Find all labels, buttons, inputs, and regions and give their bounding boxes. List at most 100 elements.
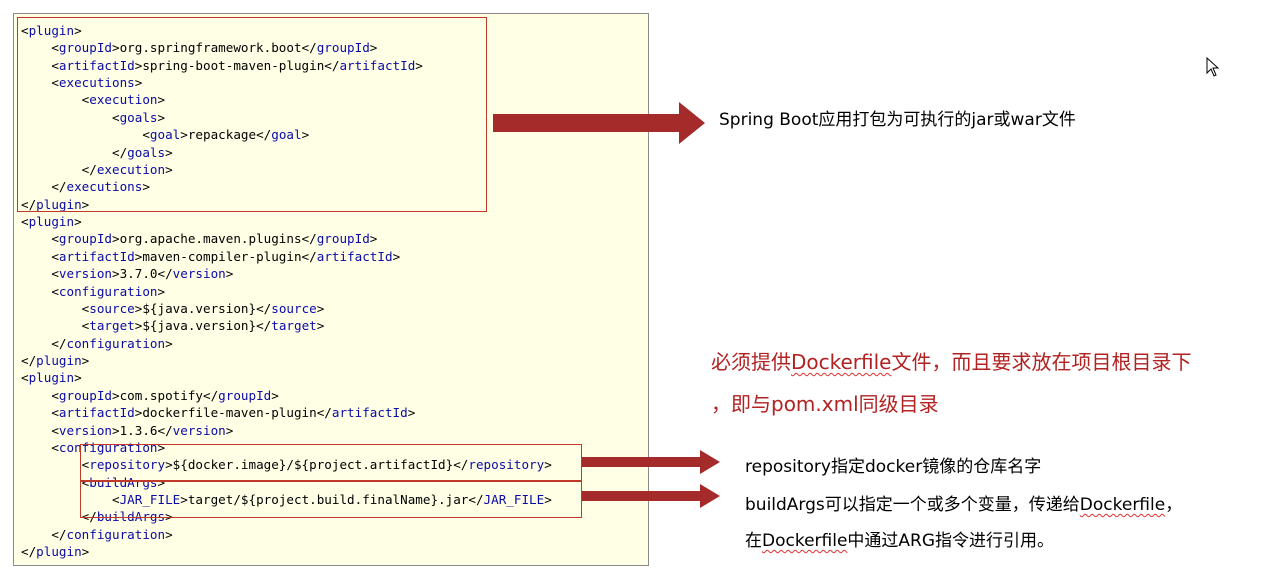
code-text: </ [21, 179, 67, 195]
dockerfile-requirement-note-line1: 必须提供Dockerfile文件，而且要求放在项目根目录下 [711, 346, 1192, 375]
code-text: > [165, 335, 173, 351]
code-line: <groupId>org.apache.maven.plugins</group… [21, 230, 377, 247]
code-text: > [544, 457, 552, 473]
code-text: < [21, 491, 120, 507]
code-text: >${java.version}</ [134, 318, 272, 334]
code-text: </ [21, 335, 67, 351]
code-line: </executions> [21, 178, 150, 195]
code-text: > [157, 92, 166, 108]
xml-tag-name: artifactId [58, 57, 135, 73]
code-text: > [544, 491, 552, 507]
xml-tag-name: repository [89, 457, 166, 473]
code-text: > [165, 144, 173, 160]
code-text: > [316, 318, 325, 334]
code-text: > [301, 127, 310, 143]
note-text: ， [1165, 495, 1183, 515]
xml-tag-name: JAR_FILE [483, 491, 545, 507]
code-text: > [157, 283, 166, 299]
code-text: > [81, 353, 90, 369]
code-text: < [21, 439, 59, 455]
code-line: </configuration> [21, 526, 173, 543]
xml-tag-name: version [58, 422, 112, 438]
note-text: 必须提供 [711, 350, 791, 374]
code-text: </ [21, 196, 37, 212]
xml-tag-name: executions [66, 179, 143, 195]
xml-tag-name: source [271, 300, 317, 316]
code-text: < [21, 231, 59, 247]
xml-tag-name: groupId [58, 40, 112, 56]
code-text: > [157, 439, 166, 455]
xml-tag-name: version [58, 266, 112, 282]
code-text: < [21, 405, 59, 421]
code-line: <artifactId>maven-compiler-plugin</artif… [21, 248, 400, 265]
code-text: > [165, 509, 173, 525]
code-line: </buildArgs> [21, 508, 173, 525]
code-line: </plugin> [21, 352, 89, 369]
code-text: >${docker.image}/${project.artifactId}</ [165, 457, 469, 473]
code-text: > [134, 75, 143, 91]
code-text: </ [21, 526, 67, 542]
code-text: < [21, 214, 29, 230]
code-text: </ [21, 509, 97, 525]
code-text: > [225, 422, 234, 438]
xml-tag-name: artifactId [331, 405, 408, 421]
xml-tag-name: plugin [36, 353, 82, 369]
code-text: > [407, 405, 416, 421]
xml-tag-name: groupId [316, 40, 370, 56]
xml-tag-name: goals [119, 109, 158, 125]
xml-tag-name: configuration [58, 283, 158, 299]
code-text: > [165, 526, 173, 542]
xml-tag-name: configuration [66, 335, 166, 351]
xml-tag-name: repository [468, 457, 545, 473]
dockerfile-word: Dockerfile [791, 350, 892, 374]
code-line: <plugin> [21, 22, 82, 39]
code-line: <repository>${docker.image}/${project.ar… [21, 456, 552, 473]
code-line: <version>3.7.0</version> [21, 265, 233, 282]
dockerfile-word: Dockerfile [762, 531, 848, 551]
code-text: </ [21, 544, 37, 560]
xml-tag-name: executions [58, 75, 135, 91]
code-line: <plugin> [21, 213, 82, 230]
xml-tag-name: groupId [218, 387, 272, 403]
xml-tag-name: JAR_FILE [119, 491, 181, 507]
xml-tag-name: artifactId [316, 248, 393, 264]
xml-tag-name: configuration [66, 526, 166, 542]
code-text: < [21, 300, 90, 316]
code-text: < [21, 23, 29, 38]
code-panel [13, 13, 649, 566]
code-text: > [157, 474, 166, 490]
note-text: buildArgs可以指定一个或多个变量，传递给 [745, 495, 1080, 515]
buildargs-note-line1: buildArgs可以指定一个或多个变量，传递给Dockerfile， [745, 490, 1182, 515]
code-line: <configuration> [21, 283, 165, 300]
xml-tag-name: buildArgs [96, 509, 166, 525]
code-text: > [392, 248, 401, 264]
code-text: < [21, 127, 150, 143]
code-text: > [271, 387, 279, 403]
xml-tag-name: goals [127, 144, 166, 160]
xml-tag-name: groupId [58, 387, 112, 403]
buildargs-note-line2: 在Dockerfile中通过ARG指令进行引用。 [745, 526, 1054, 551]
xml-tag-name: plugin [28, 214, 75, 230]
xml-tag-name: version [172, 422, 226, 438]
code-text: < [21, 387, 59, 403]
note-text: 文件，而且要求放在项目根目录下 [891, 350, 1192, 374]
xml-tag-name: configuration [58, 439, 158, 455]
spring-boot-note: Spring Boot应用打包为可执行的jar或war文件 [719, 110, 1076, 130]
code-line: <groupId>com.spotify</groupId> [21, 387, 279, 404]
code-text: >1.3.6</ [112, 422, 173, 438]
xml-tag-name: source [89, 300, 135, 316]
code-text: < [21, 457, 90, 473]
dockerfile-requirement-note-line2: ，即与pom.xml同级目录 [711, 392, 939, 416]
code-text: >${java.version}</ [134, 300, 272, 316]
code-line: <groupId>org.springframework.boot</group… [21, 39, 377, 56]
code-line: <artifactId>dockerfile-maven-plugin</art… [21, 404, 415, 421]
code-text: </ [21, 161, 97, 177]
code-text: >dockerfile-maven-plugin</ [134, 405, 332, 421]
xml-tag-name: groupId [58, 231, 112, 247]
code-text: < [21, 109, 120, 125]
code-text: >repackage</ [180, 127, 272, 143]
code-text: < [21, 248, 59, 264]
highlight-box-buildargs [80, 481, 582, 518]
code-text: > [415, 57, 423, 73]
code-line: </goals> [21, 144, 173, 161]
